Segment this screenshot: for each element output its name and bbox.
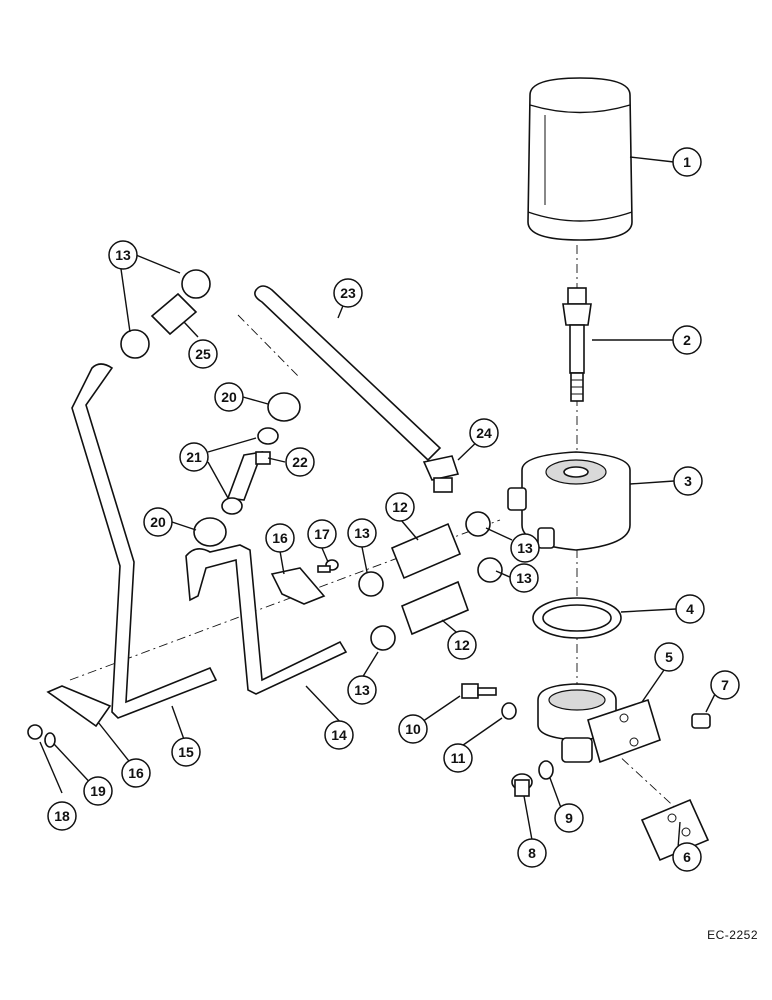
- callout-3: 3: [673, 466, 703, 496]
- svg-text:2: 2: [683, 332, 691, 348]
- svg-text:20: 20: [221, 389, 237, 405]
- callout-22: 22: [285, 447, 315, 477]
- svg-text:13: 13: [354, 682, 370, 698]
- callout-10: 10: [398, 714, 428, 744]
- olive-upper-part: [257, 427, 279, 445]
- svg-text:6: 6: [683, 849, 691, 865]
- svg-text:13: 13: [115, 247, 131, 263]
- callout-21: 21: [179, 442, 209, 472]
- callout-4: 4: [675, 594, 705, 624]
- svg-text:15: 15: [178, 744, 194, 760]
- callout-13-left: 13: [347, 518, 377, 548]
- nut-part: [27, 724, 43, 740]
- oil-cooler-part: [507, 451, 631, 551]
- callout-14: 14: [324, 720, 354, 750]
- svg-text:23: 23: [340, 285, 356, 301]
- short-hose-part: [150, 292, 198, 336]
- callout-13-right-lower: 13: [509, 563, 539, 593]
- svg-text:11: 11: [451, 750, 466, 766]
- union-nut-lower-part: [193, 517, 227, 547]
- callout-8: 8: [517, 838, 547, 868]
- seal-ring-part: [532, 597, 622, 639]
- callout-1: 1: [672, 147, 702, 177]
- filter-housing-part: [537, 683, 661, 764]
- pipe-15-part: [71, 363, 218, 719]
- svg-text:9: 9: [565, 810, 573, 826]
- callout-23: 23: [333, 278, 363, 308]
- callout-13-right-upper: 13: [510, 533, 540, 563]
- screw-part: [317, 559, 339, 573]
- svg-text:21: 21: [186, 449, 202, 465]
- drawing-code: EC-2252: [707, 928, 758, 942]
- tee-connector-part: [226, 450, 271, 501]
- clip-lower-part: [46, 685, 112, 728]
- svg-text:14: 14: [331, 727, 347, 743]
- hose-clamps: [120, 269, 503, 651]
- svg-text:13: 13: [517, 540, 533, 556]
- svg-text:12: 12: [392, 499, 408, 515]
- washer-19-part: [44, 732, 56, 748]
- hose-sleeve-lower-part: [400, 580, 470, 636]
- callout-16-lower: 16: [121, 758, 151, 788]
- lock-washer-part: [501, 702, 517, 720]
- union-nut-upper-part: [267, 392, 301, 422]
- callout-20-upper: 20: [214, 382, 244, 412]
- bolt-part: [461, 683, 497, 699]
- callout-12-lower: 12: [447, 630, 477, 660]
- callout-19: 19: [83, 776, 113, 806]
- filter-canister-part: [527, 77, 633, 241]
- svg-text:4: 4: [686, 601, 694, 617]
- svg-text:25: 25: [195, 346, 211, 362]
- long-hose-part: [254, 285, 442, 462]
- callout-24: 24: [469, 418, 499, 448]
- callout-13-bottom: 13: [347, 675, 377, 705]
- svg-text:1: 1: [683, 154, 691, 170]
- callout-15: 15: [171, 737, 201, 767]
- callout-17: 17: [307, 519, 337, 549]
- svg-text:16: 16: [272, 530, 288, 546]
- svg-text:10: 10: [405, 721, 421, 737]
- svg-text:17: 17: [314, 526, 330, 542]
- callout-9: 9: [554, 803, 584, 833]
- svg-text:22: 22: [292, 454, 308, 470]
- svg-text:7: 7: [721, 677, 729, 693]
- svg-text:19: 19: [90, 783, 106, 799]
- olive-lower-part: [221, 497, 243, 515]
- clip-upper-part: [270, 567, 326, 605]
- callout-2: 2: [672, 325, 702, 355]
- callout-7: 7: [710, 670, 740, 700]
- callout-11: 11: [443, 743, 473, 773]
- threaded-adapter-part: [562, 287, 592, 402]
- svg-text:13: 13: [354, 525, 370, 541]
- svg-text:20: 20: [150, 514, 166, 530]
- svg-text:13: 13: [516, 570, 532, 586]
- callout-16-upper: 16: [265, 523, 295, 553]
- hose-fitting-part: [422, 455, 460, 493]
- leader-lines: [39, 156, 719, 849]
- svg-text:12: 12: [454, 637, 470, 653]
- svg-text:5: 5: [665, 649, 673, 665]
- callout-25: 25: [188, 339, 218, 369]
- callout-20-lower: 20: [143, 507, 173, 537]
- hose-23-reference-line: [237, 314, 301, 379]
- pipe-14-part: [185, 544, 348, 695]
- washer-part: [538, 760, 554, 780]
- callout-13-top: 13: [108, 240, 138, 270]
- hose-sleeve-upper-part: [390, 522, 462, 580]
- svg-text:8: 8: [528, 845, 536, 861]
- callout-6: 6: [672, 842, 702, 872]
- svg-text:24: 24: [476, 425, 492, 441]
- svg-text:16: 16: [128, 765, 144, 781]
- drain-plug-part: [511, 773, 533, 797]
- callout-12-upper: 12: [385, 492, 415, 522]
- svg-text:3: 3: [684, 473, 692, 489]
- plug-part: [691, 713, 711, 729]
- callout-5: 5: [654, 642, 684, 672]
- svg-text:18: 18: [54, 808, 70, 824]
- callout-18: 18: [47, 801, 77, 831]
